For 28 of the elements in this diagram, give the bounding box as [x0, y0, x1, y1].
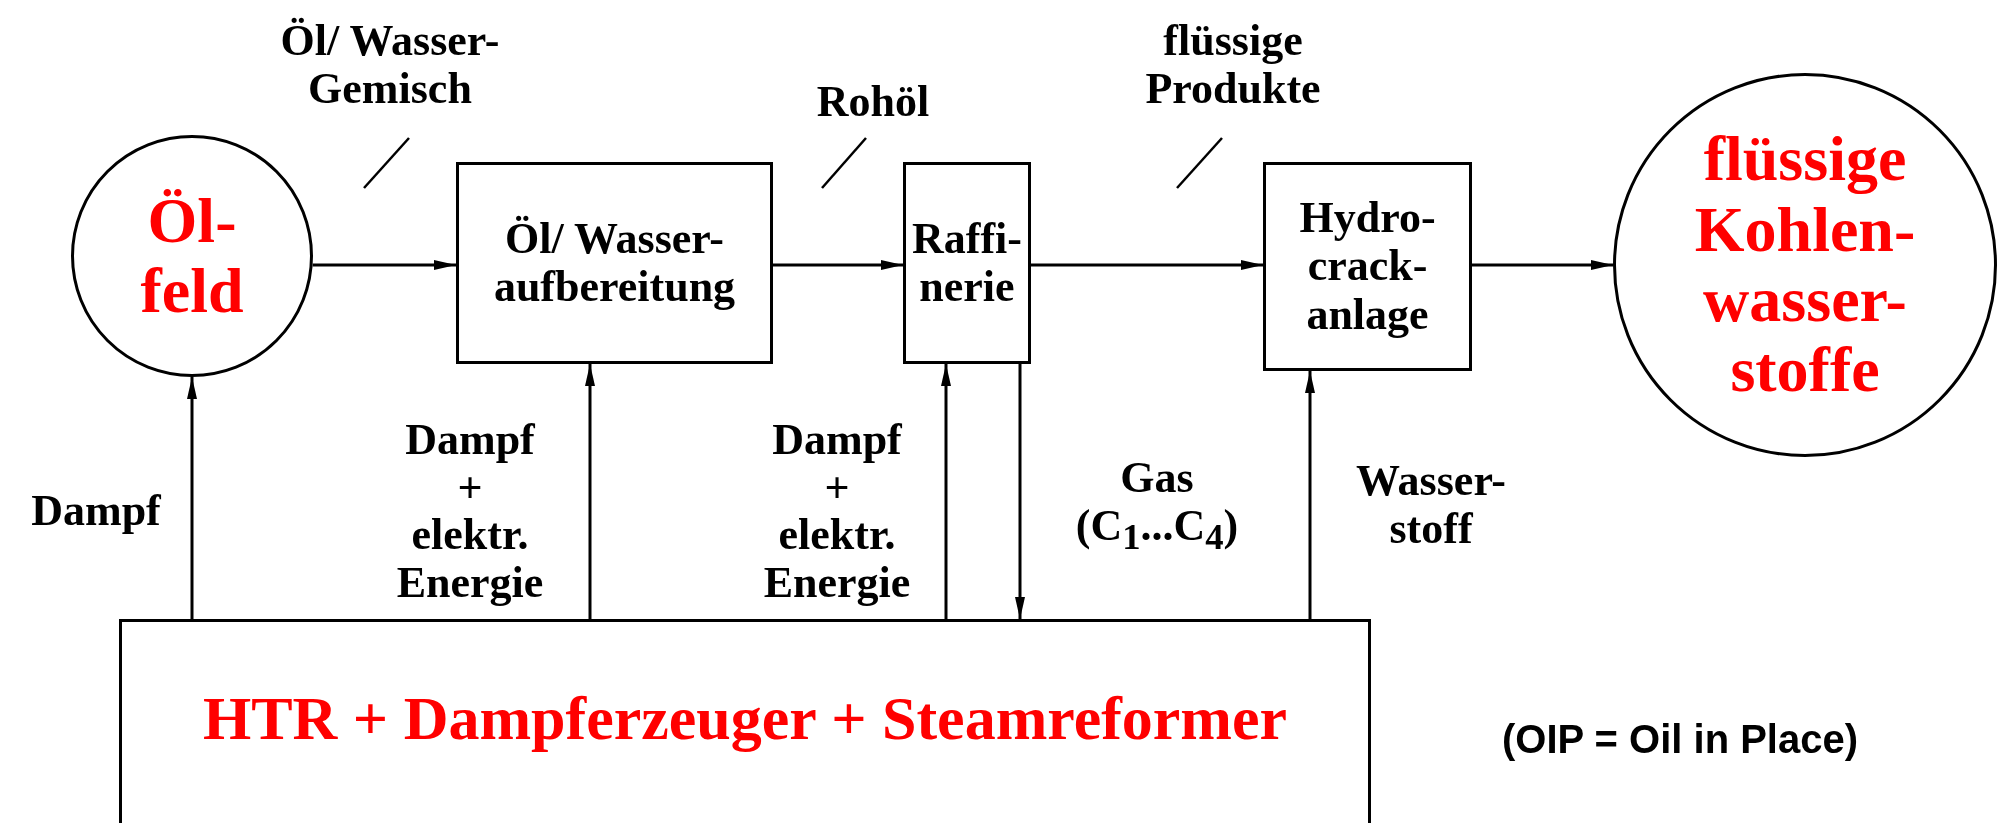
arrow — [1305, 371, 1315, 619]
arrow — [1031, 260, 1263, 270]
process-box — [1263, 162, 1472, 371]
arrow — [585, 364, 595, 619]
process-box — [903, 162, 1031, 364]
edge-label: Gas (C$_{1}$...C$_{4}$) — [1075, 453, 1239, 557]
arrow — [1015, 364, 1025, 619]
edge-label: flüssige Produkte — [1145, 17, 1321, 113]
arrow — [773, 260, 903, 270]
node-label: Hydro- crack- anlage — [1299, 193, 1436, 340]
edge-label: Rohöl — [816, 78, 930, 126]
arrow — [187, 377, 197, 619]
edge-label: Dampf — [31, 487, 161, 535]
arrow — [941, 364, 951, 619]
edge-label: Wasser- stoff — [1356, 457, 1506, 553]
edge-label: Dampf + elektr. Energie — [396, 415, 544, 607]
node-label: Öl- feld — [140, 185, 244, 327]
plant-box — [119, 619, 1371, 823]
node-label: Raffi- nerie — [912, 214, 1022, 312]
edge-label: Dampf + elektr. Energie — [763, 415, 911, 607]
node-label: flüssige Kohlen- wasser- stoffe — [1694, 124, 1916, 406]
process-box — [456, 162, 773, 364]
arrow — [312, 260, 456, 270]
node-label: Öl/ Wasser- aufbereitung — [492, 214, 737, 312]
edge-label: Öl/ Wasser- Gemisch — [279, 17, 501, 113]
note-text: (OIP = Oil in Place) — [1501, 716, 1859, 762]
node-label: HTR + Dampferzeuger + Steamreformer — [202, 684, 1288, 753]
arrow — [1472, 260, 1613, 270]
